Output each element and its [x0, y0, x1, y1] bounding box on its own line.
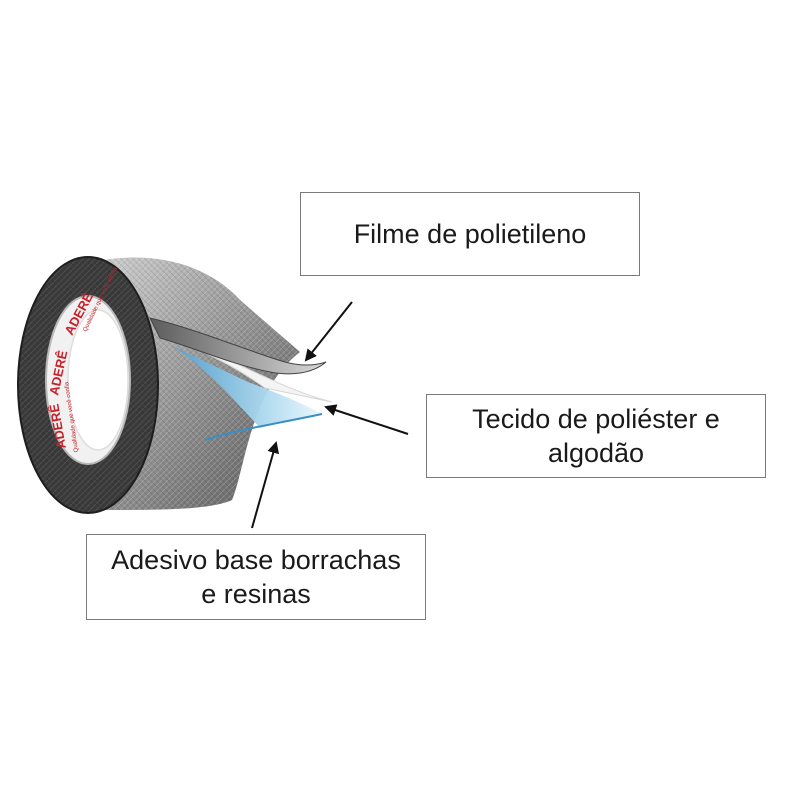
label-adhesive-line-2: e resinas	[201, 579, 311, 609]
tape-roll-rim	[17, 256, 159, 514]
label-adhesive-line-1: Adesivo base borrachas	[111, 545, 401, 575]
label-polyester-cotton-fabric: Tecido de poliéster e algodão	[426, 394, 766, 478]
label-rubber-resin-adhesive: Adesivo base borrachas e resinas	[86, 534, 426, 620]
label-film-text: Filme de polietileno	[353, 219, 587, 249]
label-fabric-line-2: algodão	[547, 438, 645, 468]
polyethylene-film	[149, 317, 327, 375]
adhesive-layer	[170, 345, 322, 428]
arrow-fabric	[324, 404, 409, 435]
arrow-film	[304, 301, 353, 362]
roll-core-inner	[67, 309, 129, 451]
arrow-adhesive	[251, 441, 280, 529]
label-polyethylene-film: Filme de polietileno	[300, 192, 640, 276]
adhesive-layer-edge	[204, 413, 323, 441]
label-fabric-line-1: Tecido de poliéster e	[472, 404, 720, 434]
